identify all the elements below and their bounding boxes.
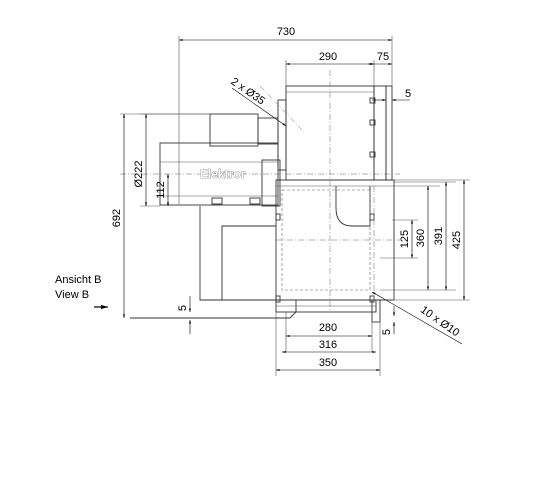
dimension-diameter-222: Ø222 bbox=[133, 113, 210, 207]
dim-motor-axis-height: 112 bbox=[155, 181, 167, 199]
dimension-425: 425 bbox=[392, 179, 470, 301]
brand-label: Elektror bbox=[200, 167, 246, 181]
dim-holes-bottom: 10 x Ø10 bbox=[418, 304, 461, 339]
dim-inlet-c: 391 bbox=[433, 227, 445, 245]
dimension-112: 112 bbox=[155, 174, 170, 206]
dim-base-width-a: 280 bbox=[319, 322, 337, 334]
dim-inlet-b: 360 bbox=[415, 229, 427, 247]
dim-flange-thickness: 5 bbox=[405, 88, 411, 100]
dim-outlet-width: 290 bbox=[319, 51, 337, 63]
center-lines bbox=[120, 70, 400, 312]
dim-foot-thickness: 5 bbox=[381, 329, 393, 335]
dimension-5-base: 5 bbox=[177, 296, 192, 334]
dimension-316: 316 bbox=[282, 339, 376, 354]
dim-motor-diameter: Ø222 bbox=[133, 161, 145, 188]
fan-housing-outline bbox=[130, 85, 395, 323]
dimension-730: 730 bbox=[178, 26, 393, 204]
dimension-280: 280 bbox=[285, 312, 373, 352]
view-label-english: View B bbox=[55, 289, 89, 301]
view-label-german: Ansicht B bbox=[55, 274, 101, 286]
dim-base-width-b: 316 bbox=[319, 339, 337, 351]
dim-holes-top: 2 x Ø35 bbox=[228, 76, 266, 108]
dim-overall-width: 730 bbox=[277, 26, 295, 38]
dim-inlet-a: 125 bbox=[399, 230, 411, 248]
dimension-692: 692 bbox=[111, 113, 210, 318]
dimension-5-top: 5 bbox=[372, 88, 411, 102]
dimension-75: 75 bbox=[368, 51, 392, 66]
dim-base-width-c: 350 bbox=[319, 357, 337, 369]
dim-base-thickness: 5 bbox=[177, 305, 189, 311]
dim-flange-offset: 75 bbox=[377, 51, 389, 63]
dimension-391: 391 bbox=[380, 181, 456, 291]
dim-inlet-d: 425 bbox=[451, 231, 463, 249]
dimension-350: 350 bbox=[275, 312, 381, 376]
view-b-indicator: Ansicht B View B bbox=[55, 274, 108, 310]
dim-overall-height: 692 bbox=[111, 209, 123, 227]
dimension-125: 125 bbox=[380, 219, 418, 259]
dimension-5-foot: 5 bbox=[381, 306, 396, 335]
dimension-360: 360 bbox=[394, 185, 440, 290]
dimension-290: 290 bbox=[285, 51, 375, 86]
